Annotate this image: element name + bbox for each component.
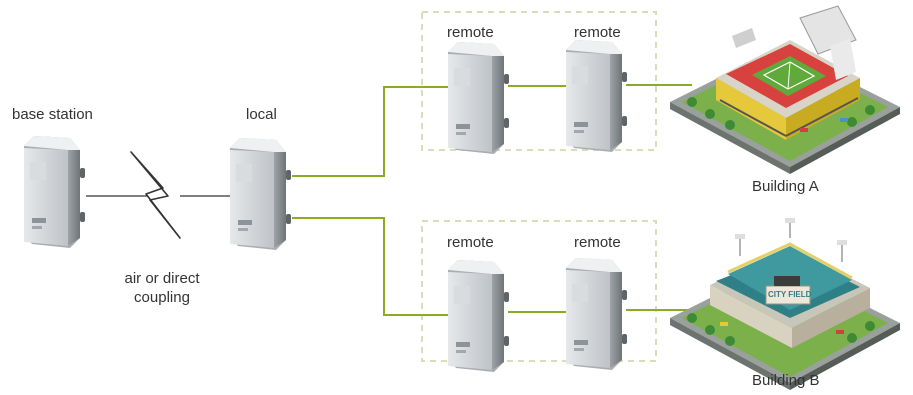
fiber-line-a — [292, 86, 450, 177]
lightning-bolt-icon — [130, 151, 181, 239]
remote-b2-radio-unit-icon — [566, 258, 627, 370]
remote-group-a-box — [421, 11, 657, 151]
remote-a2-label: remote — [574, 24, 621, 41]
remote-b2-label: remote — [574, 234, 621, 251]
coupling-label-line1: air or direct — [124, 270, 200, 287]
building-a-stadium-icon — [670, 5, 900, 174]
remote-a1-radio-unit-icon — [448, 42, 509, 154]
remote-b1-label: remote — [447, 234, 494, 251]
stadium-b-sign: CITY FIELD — [768, 290, 812, 299]
coupling-label-line2: coupling — [134, 289, 190, 306]
building-b-stadium-icon — [670, 218, 900, 390]
remote-a1-label: remote — [447, 24, 494, 41]
local-radio-unit-icon — [230, 138, 291, 250]
remote-a2-radio-unit-icon — [566, 40, 627, 152]
building-b-label: Building B — [752, 372, 820, 389]
base-station-label: base station — [12, 106, 93, 123]
base-station-radio-unit-icon — [24, 136, 85, 248]
building-a-label: Building A — [752, 178, 819, 195]
local-label: local — [246, 106, 277, 123]
remote-b1-radio-unit-icon — [448, 260, 509, 372]
fiber-line-b — [292, 217, 450, 316]
